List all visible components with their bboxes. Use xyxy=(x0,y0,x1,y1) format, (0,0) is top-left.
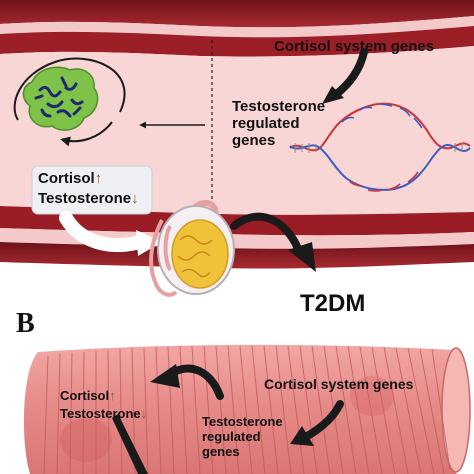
down-arrow-icon: ↓ xyxy=(131,190,139,207)
cycle-arrow xyxy=(60,121,113,147)
panel-b-down-arrow-icon: ↓ xyxy=(140,406,148,421)
panel-a-testosterone-line1: Testosterone xyxy=(232,98,326,115)
panel-b-testosterone-text: Testosterone xyxy=(60,406,141,421)
panel-b-curved-arrowhead xyxy=(150,364,180,388)
swoosh-arrowhead xyxy=(136,230,162,256)
t2dm-arrowhead xyxy=(288,242,316,272)
cycle-arc xyxy=(13,57,126,121)
panel-a-testosterone-line2: regulated xyxy=(232,115,300,132)
testis-gland xyxy=(149,199,235,297)
panel-b-testosterone-line1: Testosterone xyxy=(202,414,283,429)
panel-b-cortisol-text: Cortisol xyxy=(60,388,110,403)
muscle-fiber-panel-b xyxy=(23,344,471,474)
t2dm-arrow xyxy=(230,212,304,258)
panel-a-testosterone-line3: genes xyxy=(232,132,276,149)
box-testosterone-text: Testosterone xyxy=(38,190,132,207)
up-arrow-icon: ↑ xyxy=(94,170,103,187)
panel-b-testosterone-genes-label: Testosterone regulated genes xyxy=(202,414,283,459)
t2dm-label: T2DM xyxy=(300,290,366,317)
panel-b-testosterone-label: Testosterone↓ xyxy=(60,406,147,421)
swoosh-arrow xyxy=(59,211,147,252)
dna-helix xyxy=(289,102,471,192)
panel-b-cortisol-genes-label: Cortisol system genes xyxy=(264,376,414,392)
panel-letter-b: B xyxy=(16,308,35,339)
panel-a-cortisol-genes-label: Cortisol system genes xyxy=(274,38,435,55)
panel-b-testosterone-line3: genes xyxy=(202,444,240,459)
panel-b-cortisol-label: Cortisol↑ xyxy=(60,388,116,403)
panel-a-testosterone-genes-label: Testosterone regulated genes xyxy=(232,98,325,149)
panel-b-genes-arrowhead xyxy=(290,426,314,446)
hormone-box xyxy=(31,165,153,215)
panel-b-diagonal-line xyxy=(112,414,148,474)
panel-b-testosterone-line2: regulated xyxy=(202,429,261,444)
box-cortisol-text: Cortisol xyxy=(38,170,95,187)
box-cortisol-label: Cortisol↑ xyxy=(38,170,102,187)
box-testosterone-label: Testosterone↓ xyxy=(38,190,139,207)
panel-b-up-arrow-icon: ↑ xyxy=(109,388,116,403)
cortisol-genes-arrowhead xyxy=(322,86,344,104)
green-cell xyxy=(22,66,99,131)
